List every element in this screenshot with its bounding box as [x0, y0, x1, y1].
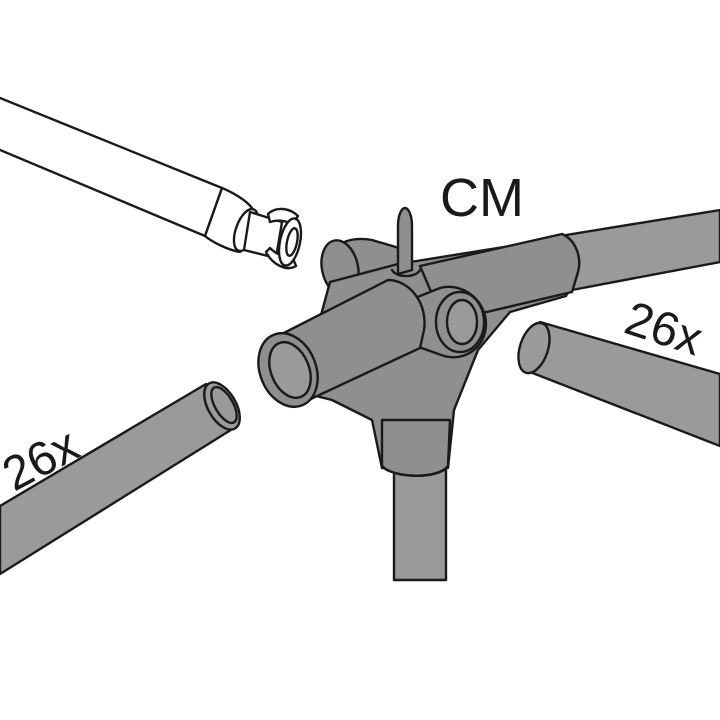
clip-tip: [277, 217, 303, 267]
connector-pin-base: [390, 268, 422, 278]
white-pole-with-clip: [0, 96, 303, 270]
left-tube-end: [203, 381, 241, 431]
left-tube: [0, 381, 241, 576]
left-tube-end-rim: [210, 385, 238, 425]
connector-label: CM: [440, 168, 524, 228]
connector-collar-rim: [380, 464, 450, 477]
upper-right-tube: [558, 208, 720, 292]
connector-front-socket-inner: [268, 340, 312, 400]
connector-lower-collar: [380, 418, 452, 477]
clip-tip-inner: [285, 227, 299, 257]
connector-side-socket-inner: [445, 298, 479, 346]
vertical-tube: [392, 468, 448, 582]
white-pole: [0, 96, 224, 238]
connector-pin: [396, 206, 414, 276]
right-tube: [517, 320, 720, 448]
right-tube-end: [517, 321, 551, 375]
connector-cm: [257, 206, 581, 477]
